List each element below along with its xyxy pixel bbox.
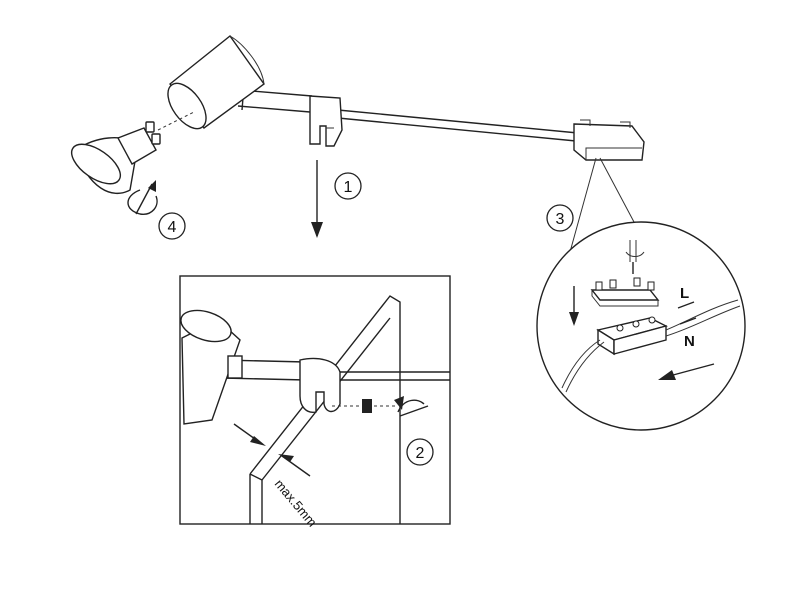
thickness-arrows [233, 423, 311, 477]
step-4-marker: 4 [158, 212, 186, 240]
rotate-arrow-icon [127, 180, 158, 215]
clamp-detail-panel: max.5mm [179, 275, 451, 530]
live-label: L [680, 285, 689, 302]
step-1-marker: 1 [334, 172, 362, 200]
step-2-marker: 2 [406, 438, 434, 466]
clamp-block [309, 95, 343, 147]
screw-rotate-icon [394, 396, 429, 417]
step-4-label: 4 [168, 219, 177, 236]
spotlight-assembly [70, 34, 645, 195]
step-1-arrow [311, 160, 323, 238]
step-2-label: 2 [416, 445, 425, 462]
lamp-head [167, 34, 265, 130]
set-screw [332, 399, 398, 413]
step-3-marker: 3 [546, 204, 574, 232]
gu10-bulb [70, 121, 161, 195]
wiring-detail: L N [536, 157, 746, 431]
step-3-label: 3 [556, 211, 565, 228]
neutral-label: N [684, 333, 695, 350]
step-1-label: 1 [344, 179, 353, 196]
connector-box [573, 119, 645, 161]
